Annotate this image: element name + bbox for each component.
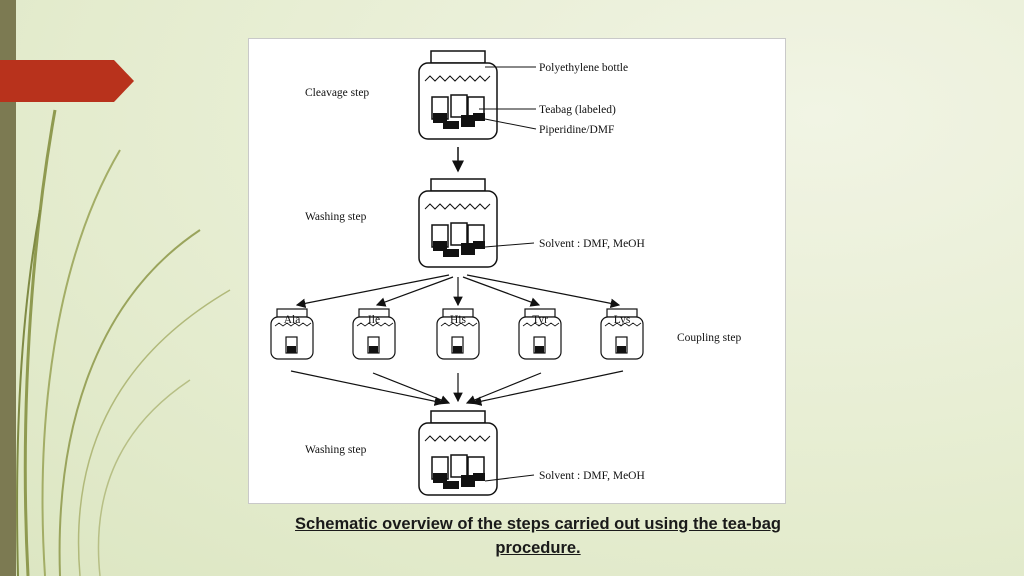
label-piperidine: Piperidine/DMF	[539, 124, 614, 136]
label-washing-step-2: Washing step	[305, 444, 367, 456]
washing-bottle-2	[418, 410, 498, 496]
label-washing-step-1: Washing step	[305, 211, 367, 223]
left-accent-bar	[0, 0, 16, 576]
aa-bottle-tyr: Tyr	[518, 308, 562, 360]
grass-decoration	[16, 109, 231, 576]
aa-bottle-ile: Ile	[352, 308, 396, 360]
aa-bottle-his: His	[436, 308, 480, 360]
label-bottle: Polyethylene bottle	[539, 62, 628, 74]
label-solvent-2: Solvent : DMF, MeOH	[539, 470, 645, 482]
figure-caption: Schematic overview of the steps carried …	[248, 512, 828, 560]
aa-label: Ala	[284, 314, 301, 326]
caption-line-2: procedure.	[495, 539, 581, 557]
amino-acid-bottles: Ala Ile His	[270, 308, 644, 360]
aa-label: Lys	[614, 314, 631, 326]
washing-bottle-1	[418, 178, 498, 268]
label-solvent-1: Solvent : DMF, MeOH	[539, 238, 645, 250]
distribution-arrows	[295, 274, 621, 309]
aa-bottle-ala: Ala	[270, 308, 314, 360]
label-cleavage-step: Cleavage step	[305, 87, 369, 99]
teabag-figure: Polyethylene bottle Cleavage step Teabag…	[248, 38, 786, 504]
aa-label: His	[450, 314, 467, 326]
cleavage-bottle	[418, 50, 498, 140]
red-ribbon	[0, 60, 134, 102]
aa-bottle-lys: Lys	[600, 308, 644, 360]
label-teabag: Teabag (labeled)	[539, 104, 616, 116]
caption-line-1: Schematic overview of the steps carried …	[295, 515, 781, 533]
teabag-group	[431, 94, 485, 129]
aa-label: Ile	[368, 314, 380, 326]
aa-label: Tyr	[532, 314, 548, 326]
label-coupling-step: Coupling step	[677, 332, 741, 344]
converging-arrows	[290, 370, 624, 406]
